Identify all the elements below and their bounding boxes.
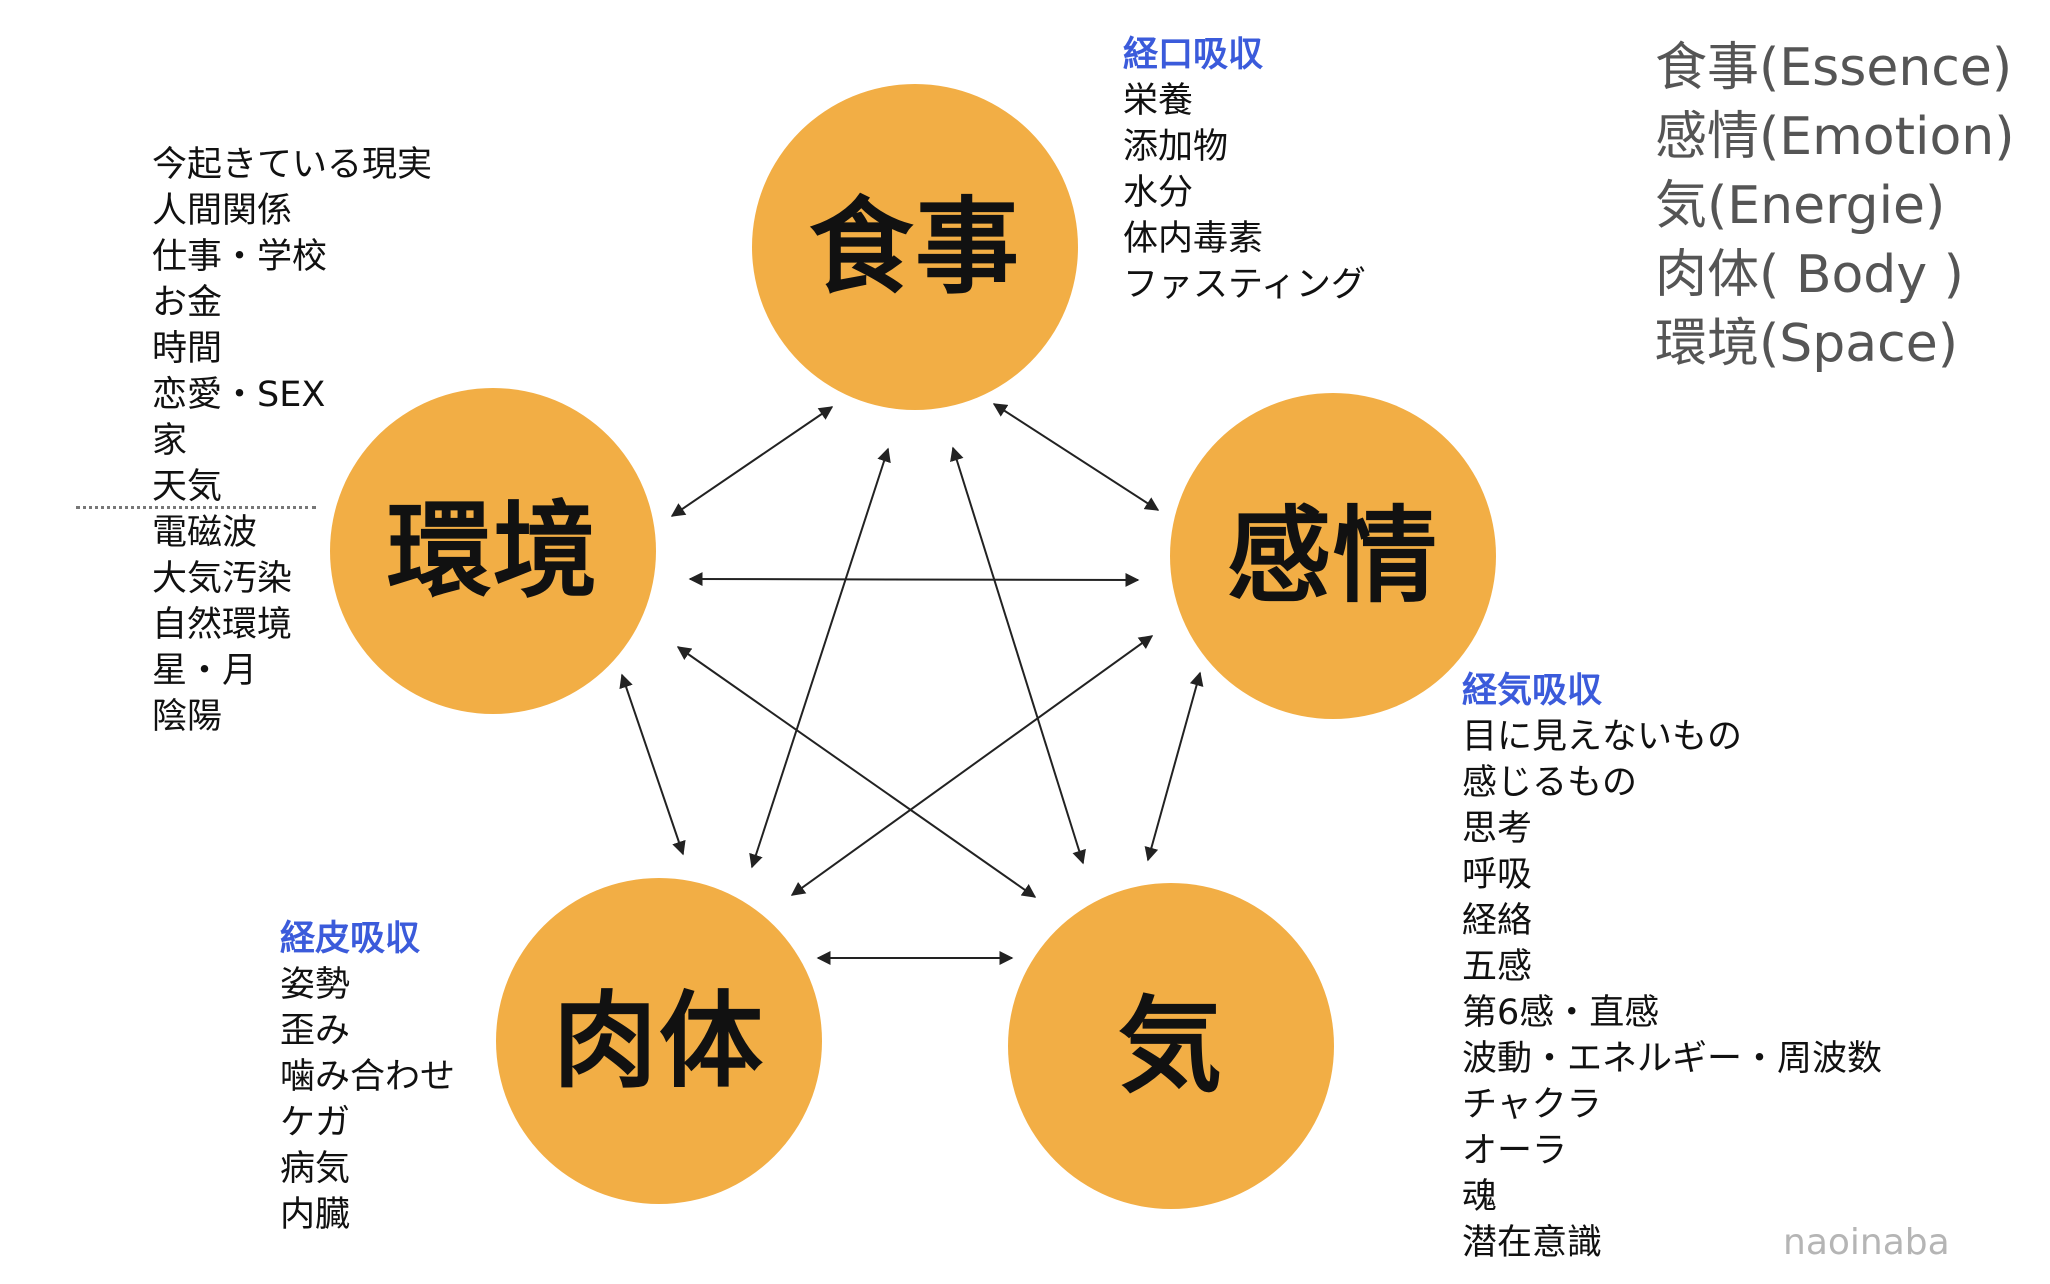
list-item: 感じるもの <box>1462 763 1638 803</box>
list-item: 五感 <box>1462 947 1533 987</box>
list-item: 家 <box>152 421 188 461</box>
node-body: 肉体 <box>496 878 822 1204</box>
arrow-food-energy <box>950 446 1086 865</box>
list-item: 電磁波 <box>152 513 258 553</box>
list-item: 天気 <box>152 467 223 507</box>
list-item: 自然環境 <box>152 605 293 645</box>
arrow-environment-body <box>619 673 686 856</box>
list-item: 目に見えないもの <box>1462 717 1743 757</box>
legend-item: 肉体( Body ) <box>1655 245 1964 305</box>
node-environment-label: 環境 <box>386 490 599 612</box>
list-item: 呼吸 <box>1462 855 1533 895</box>
list-item: 時間 <box>152 329 223 369</box>
legend-item: 気(Energie) <box>1655 176 1946 236</box>
environment-list: 今起きている現実 人間関係 仕事・学校 お金 時間 恋愛・SEX 家 天気 電磁… <box>152 142 432 740</box>
arrow-emotion-body <box>790 635 1154 896</box>
list-item: 第6感・直感 <box>1462 993 1660 1033</box>
list-item: 内臓 <box>280 1195 351 1235</box>
node-food: 食事 <box>752 84 1078 410</box>
node-emotion-label: 感情 <box>1226 495 1439 617</box>
list-item: 歪み <box>280 1011 351 1051</box>
arrow-environment-energy <box>676 646 1037 898</box>
list-item: 病気 <box>280 1149 351 1189</box>
list-item: 思考 <box>1462 809 1533 849</box>
list-item: 添加物 <box>1123 127 1229 167</box>
legend: 食事(Essence) 感情(Emotion) 気(Energie) 肉体( B… <box>1655 34 2015 379</box>
arrow-food-emotion <box>992 403 1160 511</box>
energy-list-heading: 経気吸収 <box>1462 671 1603 711</box>
food-list-heading: 経口吸収 <box>1123 35 1264 75</box>
list-item: 栄養 <box>1123 81 1194 121</box>
node-energy-label: 気 <box>1117 985 1224 1107</box>
body-list-heading: 経皮吸収 <box>280 919 421 959</box>
list-item: 星・月 <box>152 651 258 691</box>
list-item: 大気汚染 <box>152 559 293 599</box>
list-item: 波動・エネルギー・周波数 <box>1462 1039 1883 1079</box>
author-credit: naoinaba <box>1783 1222 1950 1263</box>
legend-item: 食事(Essence) <box>1655 38 2013 98</box>
list-item: 体内毒素 <box>1123 219 1264 259</box>
legend-item: 環境(Space) <box>1655 314 1959 374</box>
list-item: 水分 <box>1123 173 1194 213</box>
arrow-food-environment <box>670 406 834 517</box>
energy-list: 経気吸収 目に見えないもの 感じるもの 思考 呼吸 経絡 五感 第6感・直感 波… <box>1462 668 1882 1266</box>
list-item: 人間関係 <box>152 191 293 231</box>
list-item: ファスティング <box>1123 265 1366 305</box>
list-item: 経絡 <box>1462 901 1533 941</box>
list-item: 姿勢 <box>280 965 351 1005</box>
list-item: ケガ <box>280 1103 351 1143</box>
list-item: 陰陽 <box>152 697 223 737</box>
node-environment: 環境 <box>330 388 656 714</box>
legend-item: 感情(Emotion) <box>1655 107 2015 167</box>
node-body-label: 肉体 <box>552 980 765 1102</box>
node-energy: 気 <box>1008 883 1334 1209</box>
food-list: 経口吸収 栄養 添加物 水分 体内毒素 ファスティング <box>1123 32 1366 308</box>
list-item: 噛み合わせ <box>280 1057 456 1097</box>
arrow-environment-emotion <box>688 572 1140 587</box>
list-item: 今起きている現実 <box>152 145 433 185</box>
list-item: 潜在意識 <box>1462 1223 1603 1263</box>
node-emotion: 感情 <box>1170 393 1496 719</box>
dotted-divider <box>76 506 316 509</box>
list-item: オーラ <box>1462 1131 1568 1171</box>
body-list: 経皮吸収 姿勢 歪み 噛み合わせ ケガ 病気 内臓 <box>280 916 455 1238</box>
list-item: 仕事・学校 <box>152 237 328 277</box>
list-item: 魂 <box>1462 1177 1498 1217</box>
list-item: 恋愛・SEX <box>152 375 326 415</box>
list-item: お金 <box>152 283 223 323</box>
arrow-food-body <box>749 447 891 869</box>
arrow-emotion-energy <box>1144 671 1204 862</box>
list-item: チャクラ <box>1462 1085 1602 1125</box>
node-food-label: 食事 <box>808 186 1021 308</box>
